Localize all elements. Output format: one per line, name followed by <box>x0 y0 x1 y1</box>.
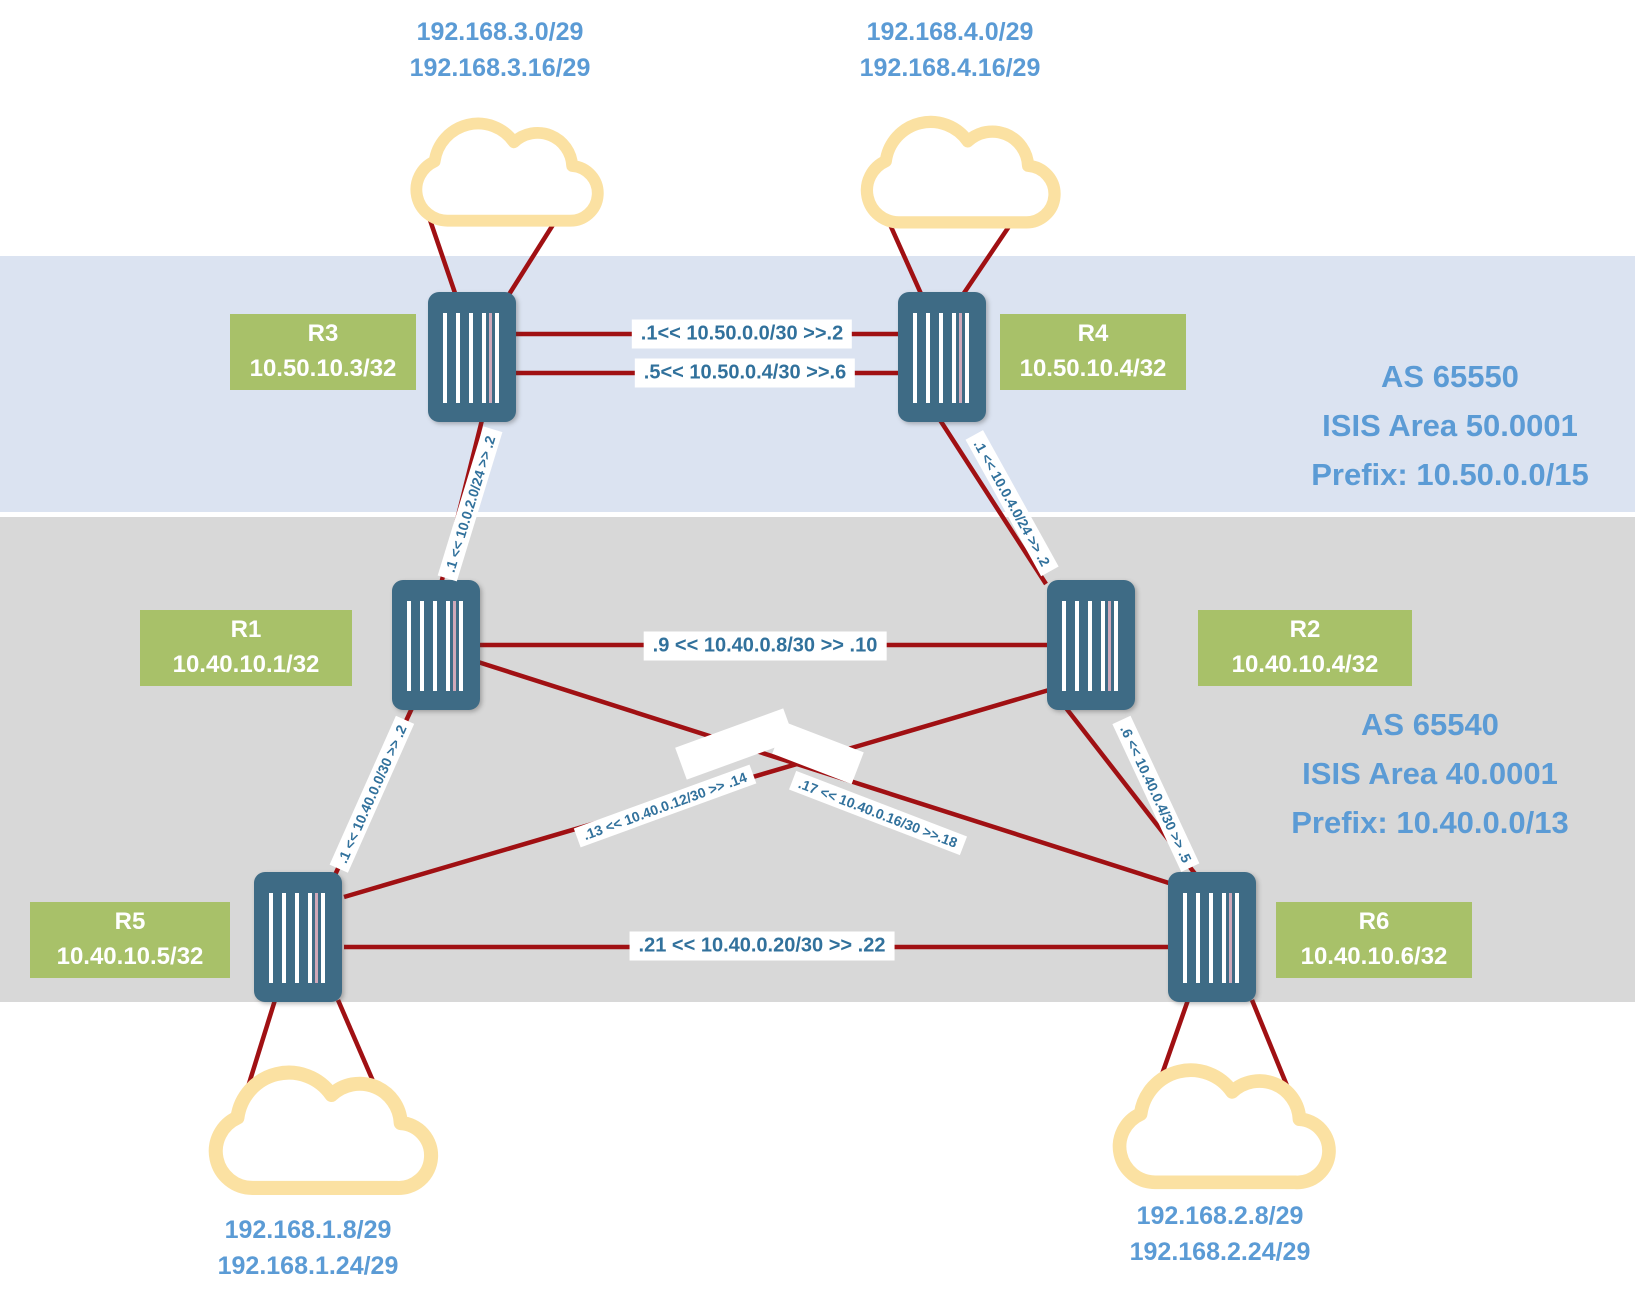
router-label-r3: R3 10.50.10.3/32 <box>230 314 416 390</box>
link-label-r1-r2: .9 << 10.40.0.8/30 >> .10 <box>643 631 887 661</box>
zone-label-as65550: AS 65550 ISIS Area 50.0001 Prefix: 10.50… <box>1250 352 1635 499</box>
link-r6-cloud2-a-line <box>1157 999 1191 1081</box>
router-label-r5: R5 10.40.10.5/32 <box>30 902 230 978</box>
cloud-192-168-4 <box>867 122 1055 223</box>
link-label-r3-r4-b: .5<< 10.50.0.4/30 >>.6 <box>634 358 856 388</box>
isis-area: ISIS Area 50.0001 <box>1322 408 1578 443</box>
router-r4-icon <box>898 292 986 422</box>
subnet-line: 192.168.1.24/29 <box>217 1252 399 1280</box>
router-stripes <box>1053 601 1127 691</box>
router-stripes <box>398 601 472 691</box>
link-r3-cloud3-a-line <box>427 219 459 297</box>
router-label-r2: R2 10.40.10.4/32 <box>1198 610 1412 686</box>
router-stripes <box>904 313 978 403</box>
cloud-192-168-1 <box>216 1073 431 1188</box>
prefix: Prefix: 10.50.0.0/15 <box>1311 457 1589 492</box>
link-r5-cloud1-b-line <box>335 999 379 1089</box>
cloud-label-192-168-4: 192.168.4.0/29 192.168.4.16/29 <box>800 14 1100 86</box>
router-name: R3 <box>307 320 339 347</box>
router-loopback: 10.50.10.3/32 <box>249 355 397 382</box>
router-accent-stripe <box>315 893 318 983</box>
router-stripes <box>260 893 334 983</box>
router-r1-icon <box>392 580 480 710</box>
router-label-r6: R6 10.40.10.6/32 <box>1276 902 1472 978</box>
router-accent-stripe <box>489 313 492 403</box>
subnet-line: 192.168.4.0/29 <box>866 18 1034 46</box>
subnet-line: 192.168.3.0/29 <box>416 18 584 46</box>
router-r2-icon <box>1047 580 1135 710</box>
router-r5-icon <box>254 872 342 1002</box>
router-loopback: 10.40.10.6/32 <box>1300 943 1448 970</box>
isis-area: ISIS Area 40.0001 <box>1302 756 1558 791</box>
cloud-label-192-168-3: 192.168.3.0/29 192.168.3.16/29 <box>350 14 650 86</box>
router-name: R1 <box>230 616 262 643</box>
router-r6-icon <box>1168 872 1256 1002</box>
cloud-label-192-168-1: 192.168.1.8/29 192.168.1.24/29 <box>158 1212 458 1284</box>
link-r4-cloud4-a-line <box>885 219 925 297</box>
router-name: R5 <box>114 908 146 935</box>
subnet-line: 192.168.4.16/29 <box>859 54 1041 82</box>
router-loopback: 10.40.10.4/32 <box>1231 651 1379 678</box>
as-number: AS 65540 <box>1361 707 1499 742</box>
link-r5-cloud1-a-line <box>244 999 278 1091</box>
router-name: R4 <box>1077 320 1109 347</box>
router-accent-stripe <box>959 313 962 403</box>
router-accent-stripe <box>453 601 456 691</box>
link-r6-cloud2-b-line <box>1249 999 1295 1099</box>
prefix: Prefix: 10.40.0.0/13 <box>1291 805 1569 840</box>
router-accent-stripe <box>1229 893 1232 983</box>
zone-label-as65540: AS 65540 ISIS Area 40.0001 Prefix: 10.40… <box>1230 700 1630 847</box>
link-r3-cloud3-b-line <box>506 218 558 298</box>
router-name: R6 <box>1358 908 1390 935</box>
subnet-line: 192.168.1.8/29 <box>224 1216 392 1244</box>
router-label-r1: R1 10.40.10.1/32 <box>140 610 352 686</box>
cloud-192-168-2 <box>1120 1070 1329 1182</box>
subnet-line: 192.168.3.16/29 <box>409 54 591 82</box>
router-accent-stripe <box>1108 601 1111 691</box>
subnet-line: 192.168.2.24/29 <box>1129 1238 1311 1266</box>
router-stripes <box>434 313 508 403</box>
link-r4-r2-line <box>938 418 1048 586</box>
router-loopback: 10.40.10.1/32 <box>172 651 320 678</box>
link-label-r5-r6: .21 << 10.40.0.20/30 >> .22 <box>629 931 895 961</box>
router-r3-icon <box>428 292 516 422</box>
cloud-192-168-3 <box>416 124 597 221</box>
subnet-line: 192.168.2.8/29 <box>1136 1202 1304 1230</box>
router-loopback: 10.40.10.5/32 <box>56 943 204 970</box>
link-r4-cloud4-b-line <box>960 220 1014 298</box>
router-name: R2 <box>1289 616 1321 643</box>
router-loopback: 10.50.10.4/32 <box>1019 355 1167 382</box>
router-label-r4: R4 10.50.10.4/32 <box>1000 314 1186 390</box>
link-label-r3-r4-a: .1<< 10.50.0.0/30 >>.2 <box>631 319 853 349</box>
router-stripes <box>1174 893 1248 983</box>
as-number: AS 65550 <box>1381 359 1519 394</box>
cloud-label-192-168-2: 192.168.2.8/29 192.168.2.24/29 <box>1070 1198 1370 1270</box>
